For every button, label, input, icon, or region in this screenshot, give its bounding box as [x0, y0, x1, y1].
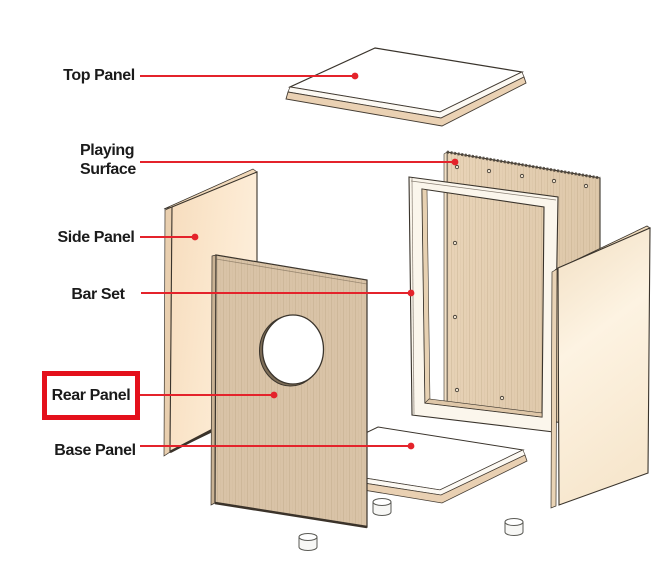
label-top-panel: Top Panel	[63, 67, 135, 84]
rubber-foot	[372, 498, 392, 516]
label-base-panel: Base Panel	[54, 442, 136, 459]
leader-dot-playing-surface	[451, 158, 459, 166]
rubber-foot	[504, 518, 524, 536]
side-panel-right-drawing	[550, 225, 651, 509]
label-bar-set: Bar Set	[71, 286, 125, 303]
leader-dot-base-panel	[407, 442, 415, 450]
bar-set-frame-drawing	[408, 176, 559, 433]
rear-panel-drawing	[210, 254, 368, 529]
leader-dot-side-panel	[191, 233, 199, 241]
label-rear-panel: Rear Panel	[51, 387, 131, 404]
leader-dot-bar-set	[407, 289, 415, 297]
rear-panel-highlight-box: Rear Panel	[42, 371, 140, 420]
sound-hole	[259, 314, 325, 387]
screw-holes	[452, 164, 589, 408]
leader-lines	[140, 72, 459, 450]
leader-dot-top-panel	[351, 72, 359, 80]
rubber-feet	[298, 498, 524, 551]
label-playing-surface: Playing Surface	[80, 142, 136, 178]
label-side-panel: Side Panel	[57, 229, 135, 246]
top-panel-drawing	[285, 47, 527, 127]
leader-dot-rear-panel	[270, 391, 278, 399]
rubber-foot	[298, 533, 318, 551]
plywood-edge-hatch	[446, 150, 601, 180]
